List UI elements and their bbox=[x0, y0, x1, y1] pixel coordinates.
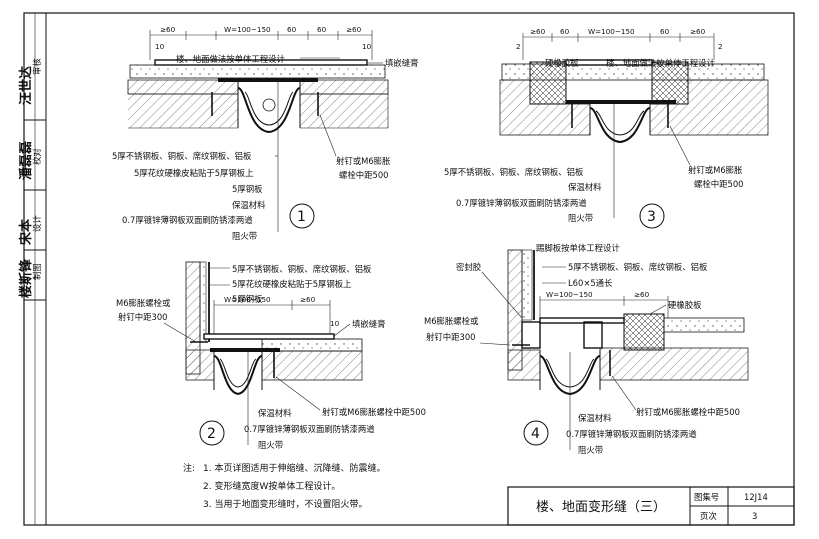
atlas-no-label: 图集号 bbox=[694, 492, 719, 502]
note-2: 2. 变形缝宽度W按单体工程设计。 bbox=[203, 480, 340, 492]
d2-bolt: M6膨胀螺栓或 bbox=[116, 298, 171, 308]
d1-number-circle bbox=[289, 203, 315, 229]
d4-galv: 0.7厚镀锌薄钢板双面刷防锈漆两道 bbox=[566, 429, 697, 439]
atlas-no-value: 12J14 bbox=[744, 492, 768, 502]
d3-anchor: 射钉或M6膨胀 bbox=[688, 165, 743, 175]
d4-sealant: 密封胶 bbox=[456, 262, 482, 272]
d4-rubber-board: 硬橡胶板 bbox=[668, 300, 702, 310]
d1-anchor: 射钉或M6膨胀 bbox=[336, 156, 391, 166]
d2-dim-w: W=100~150 bbox=[224, 295, 271, 304]
d4-bolt: M6膨胀螺栓或 bbox=[424, 316, 479, 326]
d1-plate: 5厚不锈钢板、铜板、席纹钢板、铝板 bbox=[112, 151, 252, 161]
d4-bolt-2: 射钉中距300 bbox=[426, 332, 476, 342]
d4-insulation: 保温材料 bbox=[578, 413, 612, 423]
d2-firestop: 阻火带 bbox=[258, 440, 283, 450]
d2-sealant: 填嵌缝膏 bbox=[352, 319, 386, 329]
d2-number-circle bbox=[199, 420, 225, 446]
d1-rubber: 5厚花纹硬橡皮粘贴于5厚钢板上 bbox=[134, 168, 254, 178]
d2-rubber: 5厚花纹硬橡皮粘贴于5厚钢板上 bbox=[232, 279, 352, 289]
d2-dim-60: ≥60 bbox=[300, 295, 316, 304]
d3-dim-60d: ≥60 bbox=[690, 27, 706, 36]
d1-galv: 0.7厚镀锌薄钢板双面刷防锈漆两道 bbox=[122, 215, 253, 225]
drafting-label: 制图 bbox=[32, 263, 42, 280]
d3-floor-note: 楼、地面做法按单体工程设计 bbox=[606, 58, 715, 68]
d2-insulation: 保温材料 bbox=[258, 408, 292, 418]
d1-dim-60c: 60 bbox=[317, 25, 327, 34]
review-signature: 汪世达 bbox=[18, 66, 34, 105]
d4-anchor: 射钉或M6膨胀螺栓中距500 bbox=[636, 407, 740, 417]
d1-steel: 5厚钢板 bbox=[232, 184, 263, 194]
d3-dim-2b: 2 bbox=[718, 42, 723, 51]
d1-insulation: 保温材料 bbox=[232, 200, 266, 210]
d2-dim-10: 10 bbox=[330, 319, 340, 328]
d4-dim-60: ≥60 bbox=[634, 290, 650, 299]
review-label: 审核 bbox=[32, 58, 42, 75]
d3-firestop: 阻火带 bbox=[568, 213, 593, 223]
drawing-title: 楼、地面变形缝（三） bbox=[536, 499, 666, 515]
detail-1: ≥60 W=100~150 60 60 ≥60 10 10 楼、地面做法按单体工… bbox=[112, 25, 419, 241]
title-block: 楼、地面变形缝（三） 图集号 12J14 页次 3 bbox=[507, 486, 795, 526]
d2-steel: 5厚钢板 bbox=[232, 294, 263, 304]
design-signature: 宋本 bbox=[18, 219, 34, 246]
detail-4: W=100~150 ≥60 踢脚板按单体工程设计 密封胶 5厚不锈钢板、铜板、席… bbox=[424, 243, 749, 455]
d3-plate: 5厚不锈钢板、铜板、席纹钢板、铝板 bbox=[444, 167, 584, 177]
design-label: 设计 bbox=[32, 215, 42, 232]
d3-number-circle bbox=[639, 203, 665, 229]
d1-sealant: 填嵌缝膏 bbox=[385, 58, 419, 68]
d4-skirting: 踢脚板按单体工程设计 bbox=[536, 243, 620, 253]
d1-dim-10a: 10 bbox=[155, 42, 165, 51]
d3-dim-w: W=100~150 bbox=[588, 27, 635, 36]
d2-number: 2 bbox=[207, 426, 216, 442]
detail-3: ≥60 60 W=100~150 60 ≥60 2 2 硬橡胶板 楼、地面做法按… bbox=[444, 27, 769, 229]
d1-floor-note: 楼、地面做法按单体工程设计 bbox=[176, 54, 285, 64]
notes: 注: 1. 本页详图适用于伸缩缝、沉降缝、防震缝。 2. 变形缝宽度W按单体工程… bbox=[183, 462, 385, 510]
d1-dim-10b: 10 bbox=[362, 42, 372, 51]
page-value: 3 bbox=[752, 511, 757, 521]
note-3: 3. 当用于地面变形缝时，不设置阻火带。 bbox=[203, 498, 367, 510]
page-label: 页次 bbox=[700, 511, 717, 521]
d3-dim-2a: 2 bbox=[516, 42, 521, 51]
d3-galv: 0.7厚镀锌薄钢板双面刷防锈漆两道 bbox=[456, 198, 587, 208]
detail-2: W=100~150 ≥60 10 5厚不锈钢板、铜板、席纹钢板、铝板 5厚花纹硬… bbox=[116, 261, 426, 450]
d1-number: 1 bbox=[297, 209, 306, 225]
d1-dim-60b: 60 bbox=[287, 25, 297, 34]
d1-dim-w: W=100~150 bbox=[224, 25, 271, 34]
note-1: 1. 本页详图适用于伸缩缝、沉降缝、防震缝。 bbox=[203, 462, 385, 474]
d4-firestop: 阻火带 bbox=[578, 445, 603, 455]
d1-firestop: 阻火带 bbox=[232, 231, 257, 241]
d4-angle: L60×5通长 bbox=[568, 278, 613, 288]
d2-anchor: 射钉或M6膨胀螺栓中距500 bbox=[322, 407, 426, 417]
check-label: 校对 bbox=[32, 148, 42, 165]
d3-dim-60b: 60 bbox=[560, 27, 570, 36]
notes-prefix: 注: bbox=[183, 462, 195, 474]
d4-number-circle bbox=[523, 420, 549, 446]
d1-dim-60d: ≥60 bbox=[346, 25, 362, 34]
d3-rubber-board: 硬橡胶板 bbox=[545, 58, 579, 68]
d3-number: 3 bbox=[647, 209, 656, 225]
d3-insulation: 保温材料 bbox=[568, 182, 602, 192]
d2-bolt-2: 射钉中距300 bbox=[118, 312, 168, 322]
d2-galv: 0.7厚镀锌薄钢板双面刷防锈漆两道 bbox=[244, 424, 375, 434]
drafting-signature: 楼斯锋 bbox=[18, 258, 34, 298]
d3-anchor-2: 螺栓中距500 bbox=[694, 179, 744, 189]
check-signature: 潘磊磊 bbox=[18, 141, 34, 180]
d4-dim-w: W=100~150 bbox=[546, 290, 593, 299]
d1-anchor-2: 螺栓中距500 bbox=[339, 170, 389, 180]
d1-dim-60a: ≥60 bbox=[160, 25, 176, 34]
d4-plate: 5厚不锈钢板、铜板、席纹钢板、铝板 bbox=[568, 262, 708, 272]
d3-dim-60a: ≥60 bbox=[530, 27, 546, 36]
d4-number: 4 bbox=[531, 426, 540, 442]
signature-block: 审核 汪世达 校对 潘磊磊 设计 宋本 制图 楼斯锋 bbox=[18, 58, 42, 298]
d3-dim-60c: 60 bbox=[660, 27, 670, 36]
d2-plate: 5厚不锈钢板、铜板、席纹钢板、铝板 bbox=[232, 264, 372, 274]
